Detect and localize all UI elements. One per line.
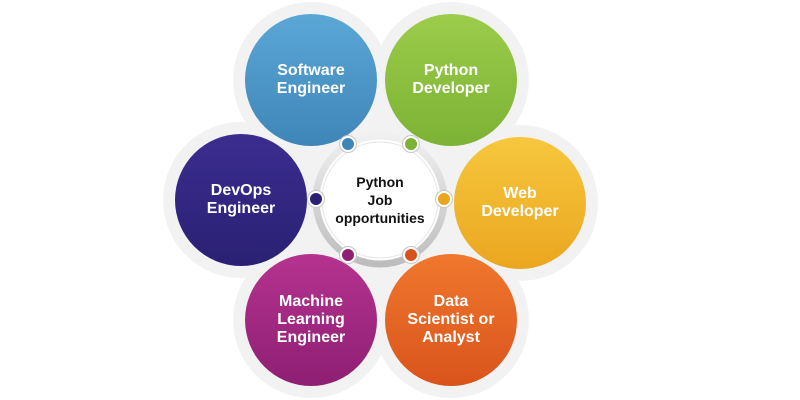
role-label-line: Developer [412,80,490,97]
role-label-line: Data [433,293,469,310]
role-label-line: Python [423,62,479,79]
green-dot-icon [403,136,419,152]
role-label-line: Engineer [276,80,346,97]
role-label-line: Developer [481,203,559,220]
center-title-line-2: Job [367,192,393,208]
role-label-line: Engineer [276,329,346,346]
orange-dot-icon [403,247,419,263]
role-label-line: DevOps [210,182,272,199]
blue-dot-icon [340,136,356,152]
indigo-dot-icon [308,191,324,207]
center-title-line-1: Python [356,174,404,190]
role-label-line: Engineer [206,200,276,217]
role-label-line: Analyst [422,329,480,346]
center-title: Python Job opportunities [330,160,430,240]
role-label-line: Learning [277,311,345,328]
magenta-dot-icon [340,247,356,263]
role-label-line: Machine [278,293,343,310]
role-label-line: Web [503,185,537,202]
center-title-line-3: opportunities [335,210,425,226]
yellow-dot-icon [436,191,452,207]
role-label-line: Software [277,62,345,79]
role-label-line: Scientist or [407,311,495,328]
